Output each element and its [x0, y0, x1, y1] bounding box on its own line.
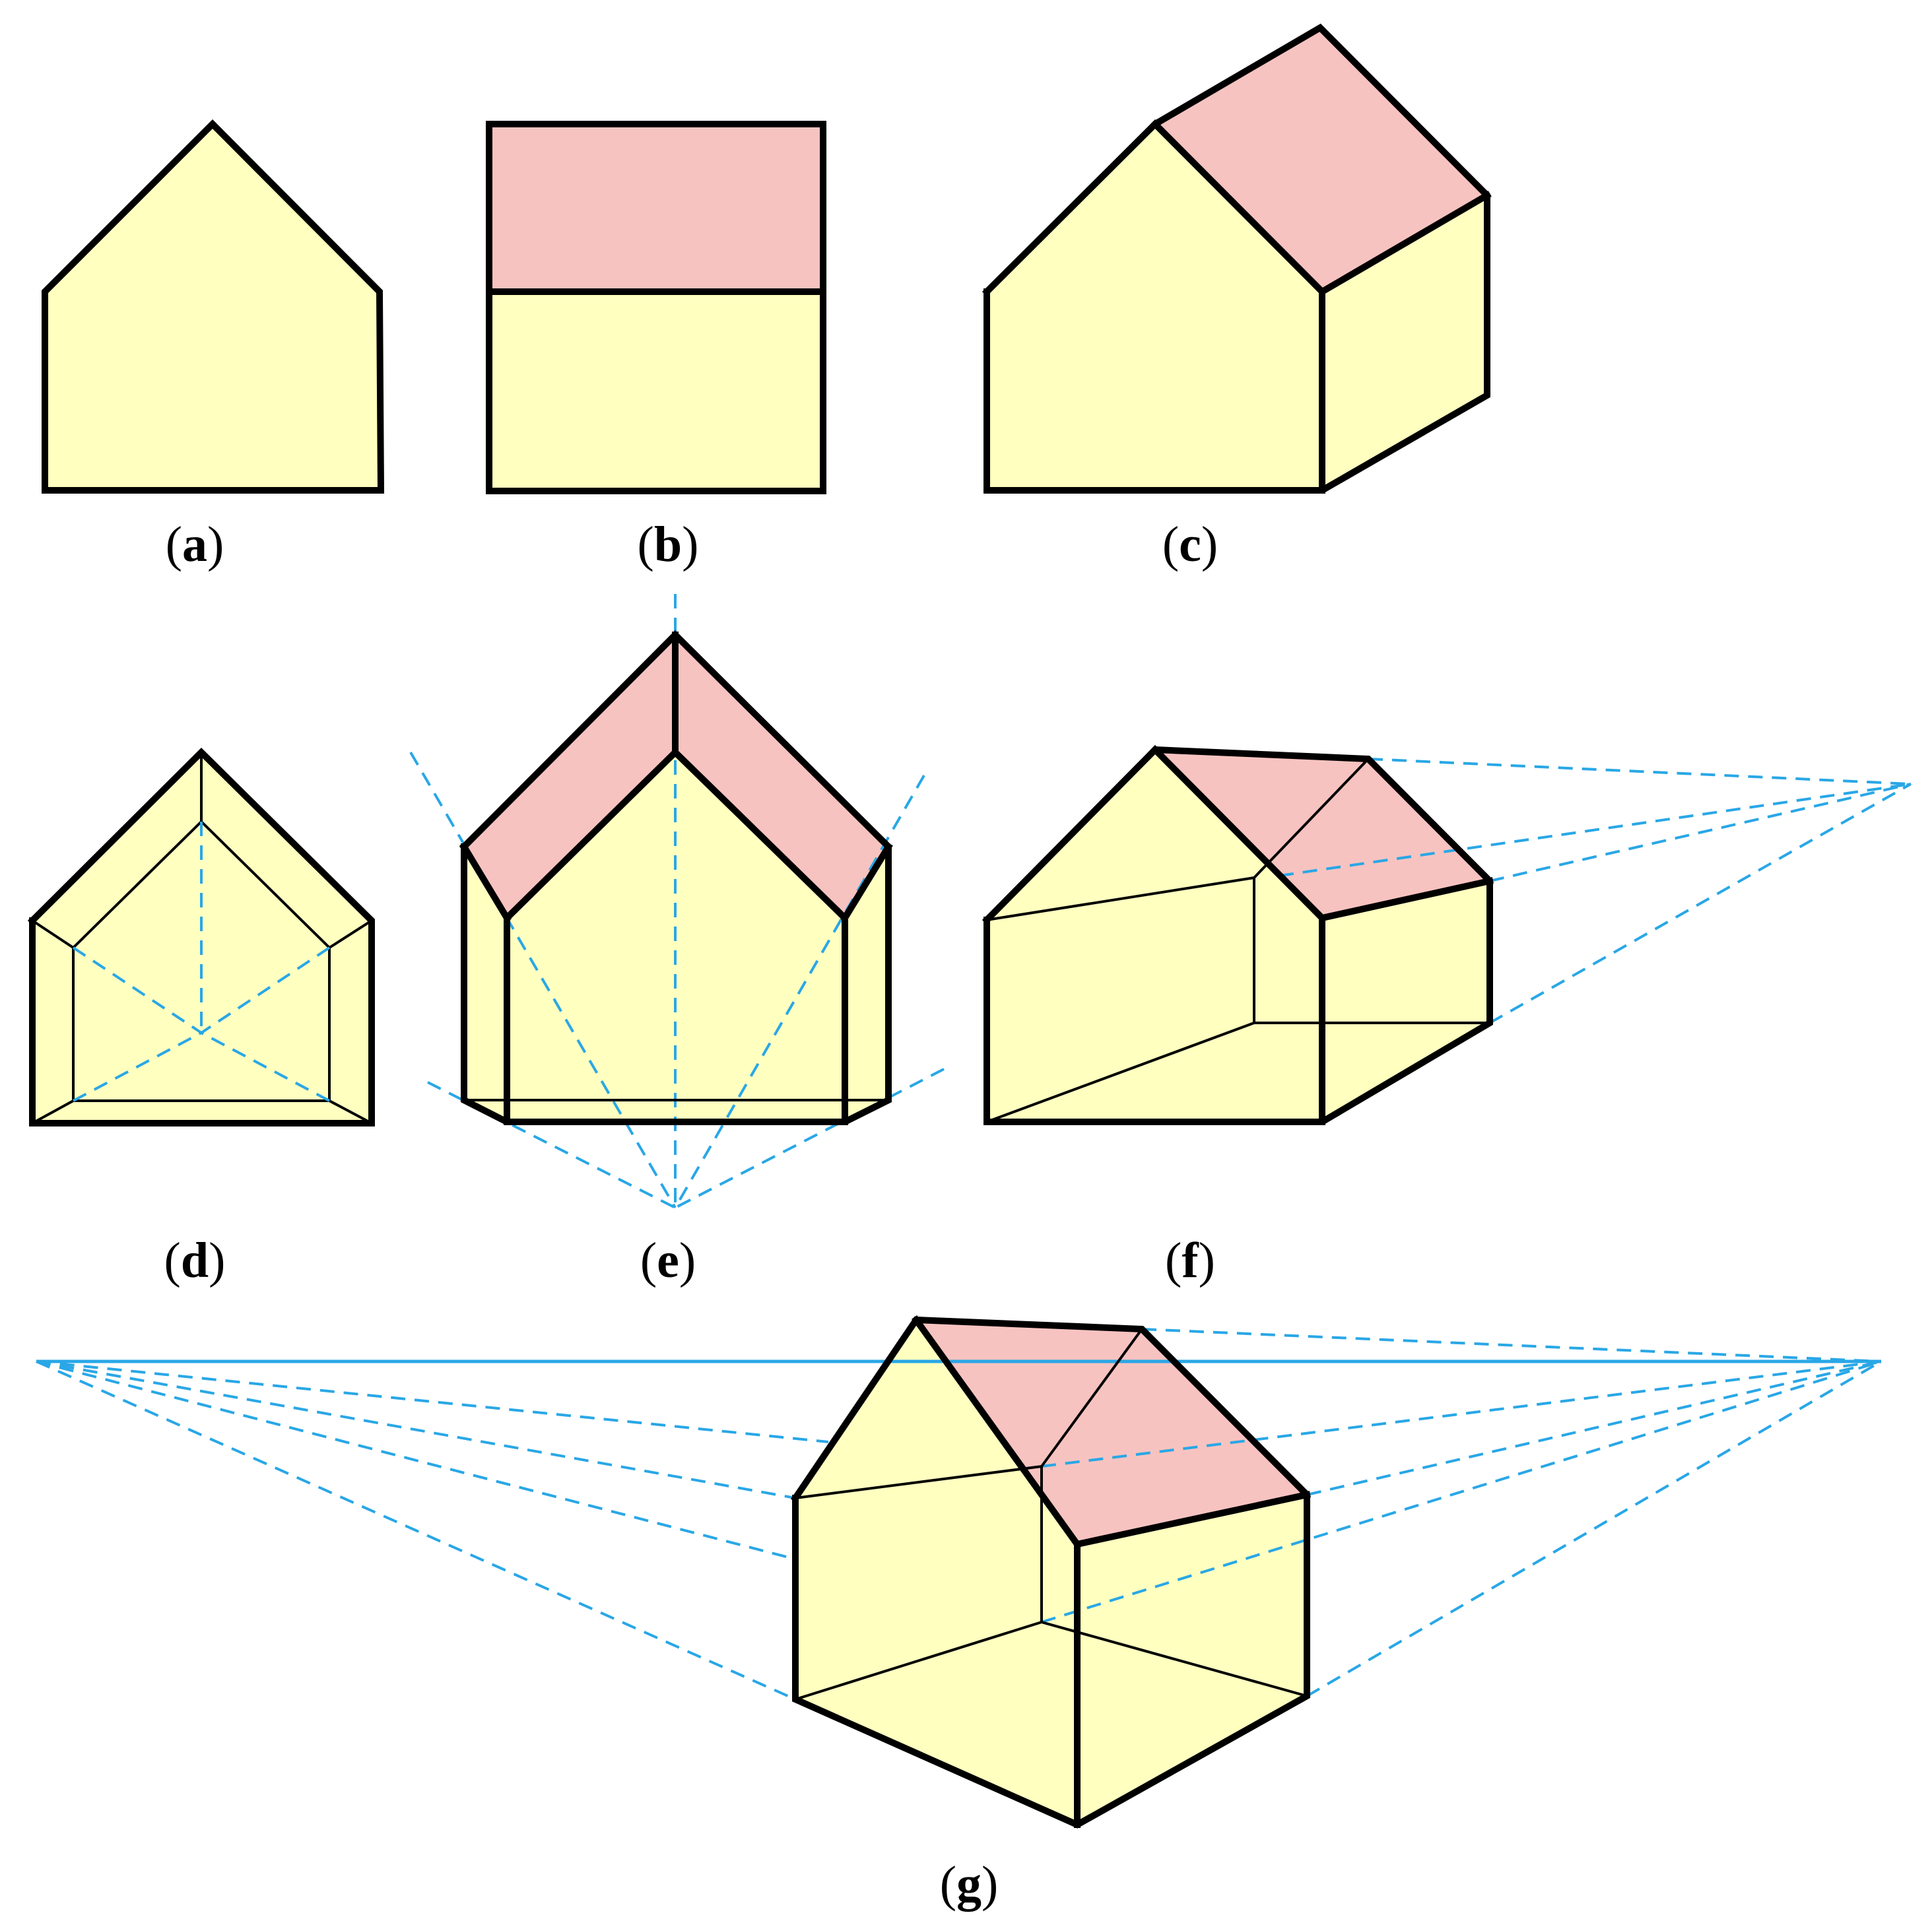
hidden-back-edges [986, 876, 1490, 1024]
vanishing-line-right [1306, 1360, 1882, 1496]
caption-a: (a) [166, 517, 224, 572]
vanishing-line-left [36, 1360, 829, 1443]
panel-e-central-from-below [409, 594, 945, 1209]
front-outline [27, 747, 375, 1127]
depth-edge [31, 919, 75, 949]
caption-letter: d [181, 1233, 209, 1288]
roof-face [1155, 750, 1490, 918]
panel-c-parallel-projection [982, 23, 1492, 494]
caption-letter: c [1179, 517, 1201, 572]
outer-face [32, 752, 372, 1123]
projection-ray [73, 1031, 202, 1102]
vanishing-line-right [1141, 1328, 1882, 1363]
right-side-face [845, 847, 888, 1122]
roof-face [916, 1320, 1307, 1544]
vanishing-line-right [1041, 1360, 1882, 1623]
right-wall-face [1077, 1495, 1307, 1825]
outline [486, 121, 826, 494]
vanishing-line [1489, 783, 1912, 1024]
caption-c: (c) [1162, 517, 1218, 572]
caption-g: (g) [940, 1856, 999, 1912]
outline [791, 1316, 1310, 1829]
projection-ray [72, 946, 203, 1034]
projection-ray [409, 751, 677, 1209]
roof-face [1155, 28, 1487, 292]
eave-edge [840, 842, 893, 923]
depth-edge [328, 919, 373, 949]
panel-b-side-view [486, 121, 826, 494]
projection-ray [675, 1068, 945, 1209]
panel-d-central-frontal [27, 747, 375, 1127]
caption-d: (d) [164, 1233, 226, 1288]
roof-left-face [464, 635, 675, 918]
vanishing-line-right [1306, 1360, 1882, 1697]
panel-g-two-point-perspective [36, 1315, 1882, 1829]
outline [982, 746, 1493, 1125]
projection-ray [201, 1031, 330, 1102]
hidden-edge [1040, 1328, 1143, 1468]
panel-f-one-vanishing-point [982, 744, 1912, 1125]
wall-face [489, 292, 823, 491]
eave-edge [459, 842, 512, 923]
hidden-back-edges [795, 1464, 1308, 1697]
caption-letter: e [657, 1233, 679, 1288]
vanishing-line-left [36, 1360, 789, 1559]
depth-edge [32, 1099, 74, 1125]
projection-ray [674, 775, 925, 1208]
projection-ray [200, 946, 331, 1034]
caption-b: (b) [638, 517, 699, 572]
back-face-outline [72, 820, 331, 1102]
vanishing-line [1279, 783, 1912, 877]
front-gable-face [987, 124, 1322, 490]
outline [982, 23, 1490, 494]
vanishing-line [1489, 783, 1912, 882]
outline [459, 630, 892, 1125]
vanishing-line [1368, 758, 1912, 785]
side-wall-face [1322, 881, 1490, 1122]
caption-letter: f [1182, 1233, 1199, 1288]
caption-letter: b [654, 517, 682, 572]
roof-face [489, 124, 823, 292]
caption-letter: a [182, 517, 207, 572]
vanishing-line-left [36, 1360, 796, 1701]
caption-f: (f) [1165, 1233, 1215, 1288]
vanishing-line-left [36, 1360, 796, 1499]
hidden-edge [986, 1022, 1255, 1123]
caption-e: (e) [640, 1233, 696, 1288]
hidden-edge [795, 1621, 1042, 1701]
left-side-face [464, 847, 507, 1122]
panel-a-front-view [42, 119, 385, 494]
caption-letter: g [956, 1856, 982, 1912]
house-front-face [42, 119, 385, 494]
hidden-edge [1253, 758, 1370, 879]
depth-edge [329, 1099, 372, 1125]
roof-right-face [675, 635, 888, 918]
